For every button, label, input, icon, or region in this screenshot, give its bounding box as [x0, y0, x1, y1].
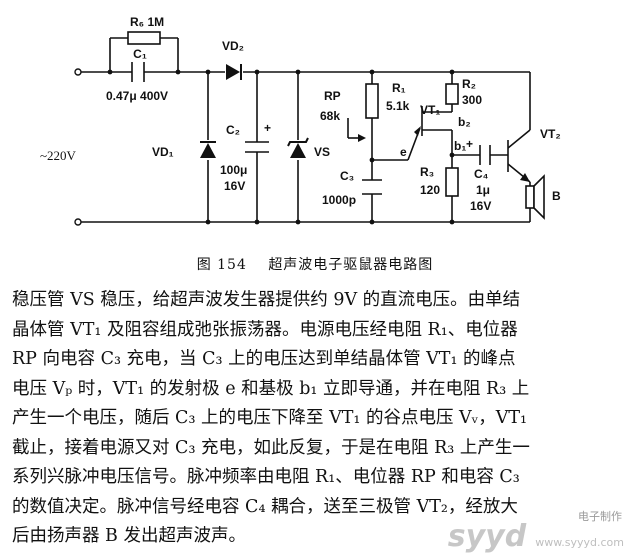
label-r1-value: 5.1k: [386, 99, 410, 113]
text-line: RP 向电容 C₃ 充电，当 C₃ 上的电压达到单结晶体管 VT₁ 的峰点: [12, 349, 516, 369]
text-line: 产生一个电压，随后 C₃ 上的电压下降至 VT₁ 的谷点电压 Vᵥ，VT₁: [12, 408, 528, 428]
label-vd1: VD₁: [152, 145, 174, 159]
body-paragraph: 稳压管 VS 稳压，给超声波发生器提供约 9V 的直流电压。由单结 晶体管 VT…: [12, 286, 616, 552]
label-c2-value-1: 100μ: [220, 163, 247, 177]
label-b1: b₁: [454, 139, 466, 153]
circuit-diagram: R₆ 1M C₁ 0.47μ 400V VD₂ ~220V VD₁ C₂ + 1…: [40, 15, 561, 226]
watermark-cn: 电子制作: [578, 510, 622, 523]
label-c1: C₁: [133, 47, 147, 61]
zener-vs: [287, 137, 309, 158]
label-c4: C₄: [474, 167, 489, 181]
potentiometer-rp: [365, 83, 379, 119]
label-c2-value-2: 16V: [224, 179, 245, 193]
label-c3-value: 1000p: [322, 193, 356, 207]
junction-dots: [107, 69, 455, 225]
label-b2: b₂: [458, 115, 471, 129]
vt2-emitter-arrow: [520, 173, 530, 182]
diode-vd1: [200, 141, 216, 158]
rp-wiper-arrow: [358, 134, 366, 142]
resistor-r2: [445, 83, 459, 105]
wires: [80, 37, 531, 223]
label-r3-value: 120: [420, 183, 440, 197]
label-c3: C₃: [340, 169, 354, 183]
vt1-emitter-arrow: [414, 126, 421, 136]
watermark-site: www.syyyd.com: [535, 536, 624, 549]
text-line: 的数值决定。脉冲信号经电容 C₄ 耦合，送至三极管 VT₂，经放大: [12, 496, 518, 517]
label-vd2: VD₂: [222, 39, 244, 53]
resistor-r6: [127, 31, 161, 45]
label-c2: C₂: [226, 123, 240, 137]
watermark-logo: syyd: [447, 519, 527, 554]
figure-caption: 图 154 超声波电子驱鼠器电路图: [0, 254, 630, 274]
text-line: 稳压管 VS 稳压，给超声波发生器提供约 9V 的直流电压。由单结: [12, 290, 521, 310]
label-c4-value-2: 16V: [470, 199, 491, 213]
text-line: 后由扬声器 B 发出超声波声。: [12, 526, 246, 546]
label-rp: RP: [324, 89, 341, 103]
figure-number: 图 154: [196, 257, 247, 273]
ac-terminal-top: [74, 68, 82, 76]
figure-title: 超声波电子驱鼠器电路图: [268, 257, 434, 273]
label-speaker: B: [552, 189, 561, 203]
label-r2-value: 300: [462, 93, 482, 107]
label-c4-value-1: 1μ: [476, 183, 490, 197]
label-c4-plus: +: [466, 137, 473, 151]
ac-terminal-bottom: [74, 218, 82, 226]
diode-vd2: [226, 64, 242, 80]
watermark: syyd www.syyyd.com: [448, 519, 624, 554]
label-r2: R₂: [462, 77, 476, 91]
resistor-r3: [445, 167, 459, 197]
label-ac: ~220V: [40, 148, 77, 163]
label-vt2: VT₂: [540, 127, 561, 141]
text-line: 电压 Vₚ 时，VT₁ 的发射极 e 和基极 b₁ 立即导通，并在电阻 R₃ 上: [12, 378, 530, 399]
label-c1-value: 0.47μ 400V: [106, 89, 168, 103]
text-line: 晶体管 VT₁ 及阻容组成弛张振荡器。电源电压经电阻 R₁、电位器: [12, 319, 518, 340]
text-line: 系列兴脉冲电压信号。脉冲频率由电阻 R₁、电位器 RP 和电容 C₃: [12, 467, 520, 487]
speaker-b: [525, 174, 545, 220]
label-r1: R₁: [392, 81, 406, 95]
label-r3: R₃: [420, 165, 434, 179]
label-rp-value: 68k: [320, 109, 340, 123]
text-line: 截止，接着电源又对 C₃ 充电，如此反复，于是在电阻 R₃ 上产生一: [12, 437, 530, 458]
label-vt1: VT₁: [420, 103, 440, 117]
label-r6: R₆ 1M: [130, 15, 164, 29]
label-c2-plus: +: [264, 121, 271, 135]
label-vs: VS: [314, 145, 330, 159]
label-e: e: [400, 145, 407, 159]
